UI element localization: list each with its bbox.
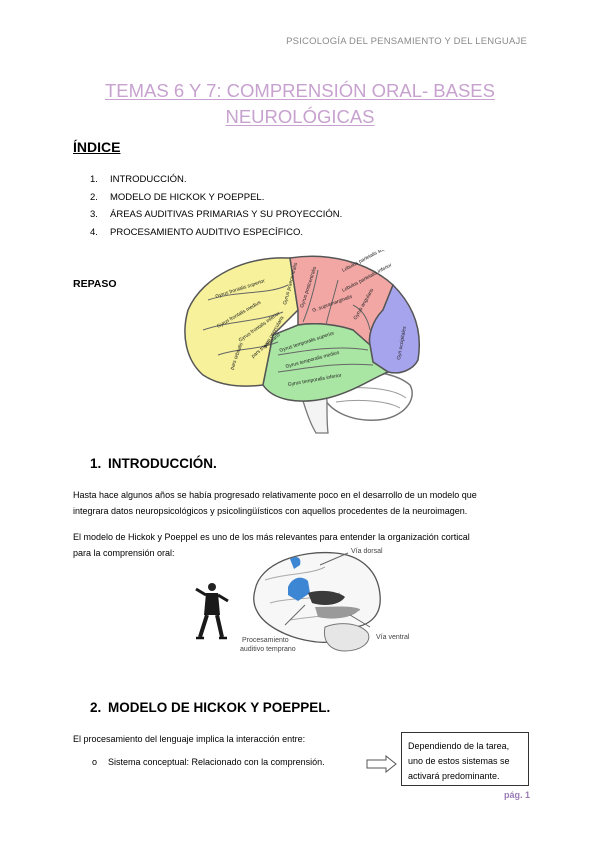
frontal-sulci [202,284,289,356]
early-auditory-region [308,590,345,605]
section-2-heading: 2.MODELO DE HICKOK Y POEPPEL. [90,700,331,715]
title-line-1: TEMAS 6 Y 7: COMPRENSIÓN ORAL- BASES [105,80,495,101]
toc-item: 3.ÁREAS AUDITIVAS PRIMARIAS Y SU PROYECC… [90,209,343,220]
toc-item: 4.PROCESAMIENTO AUDITIVO ESPECÍFICO. [90,226,304,238]
dorsal-pointer [319,552,349,566]
ventral-pointer [349,614,371,628]
label-go: Gyri occipitales [396,325,408,360]
section-2-intro: El procesamiento del lenguaje implica la… [73,734,306,744]
hickok-poeppel-figure: Vía dorsal Vía ventral Procesamiento aud… [195,548,410,653]
title-line-2: NEUROLÓGICAS [225,106,375,127]
arrow-right-icon [366,755,397,773]
temporal-sulci [277,347,374,373]
cerebellum [323,623,370,652]
intro-paragraph-2: El modelo de Hickok y Poeppel es uno de … [73,532,470,558]
document-title: TEMAS 6 Y 7: COMPRENSIÓN ORAL- BASES NEU… [60,78,540,130]
repaso-label: REPASO [73,278,117,290]
callout-box: Dependiendo de la tarea, uno de estos si… [401,732,529,786]
dorsal-motor-region [290,557,301,569]
dorsal-region [288,577,310,601]
temporal-lobe-shape [262,323,390,402]
parietal-sulci [302,269,371,331]
toc-item: 2.MODELO DE HICKOK Y POEPPEL. [90,191,265,203]
label-ventral: Vía ventral [376,634,410,641]
occipital-lobe-shape [368,283,420,374]
page-number: pág. 1 [504,790,531,800]
label-dorsal: Vía dorsal [351,548,383,555]
toc-item: 1.INTRODUCCIÓN. [90,174,187,185]
early-pointer [284,604,306,626]
section-1-heading: 1.INTRODUCCIÓN. [90,456,217,471]
index-heading: ÍNDICE [73,139,121,155]
ventral-region [315,606,360,619]
label-early-1: Procesamiento [242,637,289,644]
person-figure [195,583,229,640]
running-header: PSICOLOGÍA DEL PENSAMIENTO Y DEL LENGUAJ… [286,36,527,47]
brain-lobes-figure: Gyrus frontalis superior Gyrus frontalis… [184,250,420,434]
label-early-2: auditivo temprano [240,646,296,653]
table-of-contents: 1.INTRODUCCIÓN. 2.MODELO DE HICKOK Y POE… [90,171,342,241]
intro-paragraph-1: Hasta hace algunos años se había progres… [73,490,477,516]
